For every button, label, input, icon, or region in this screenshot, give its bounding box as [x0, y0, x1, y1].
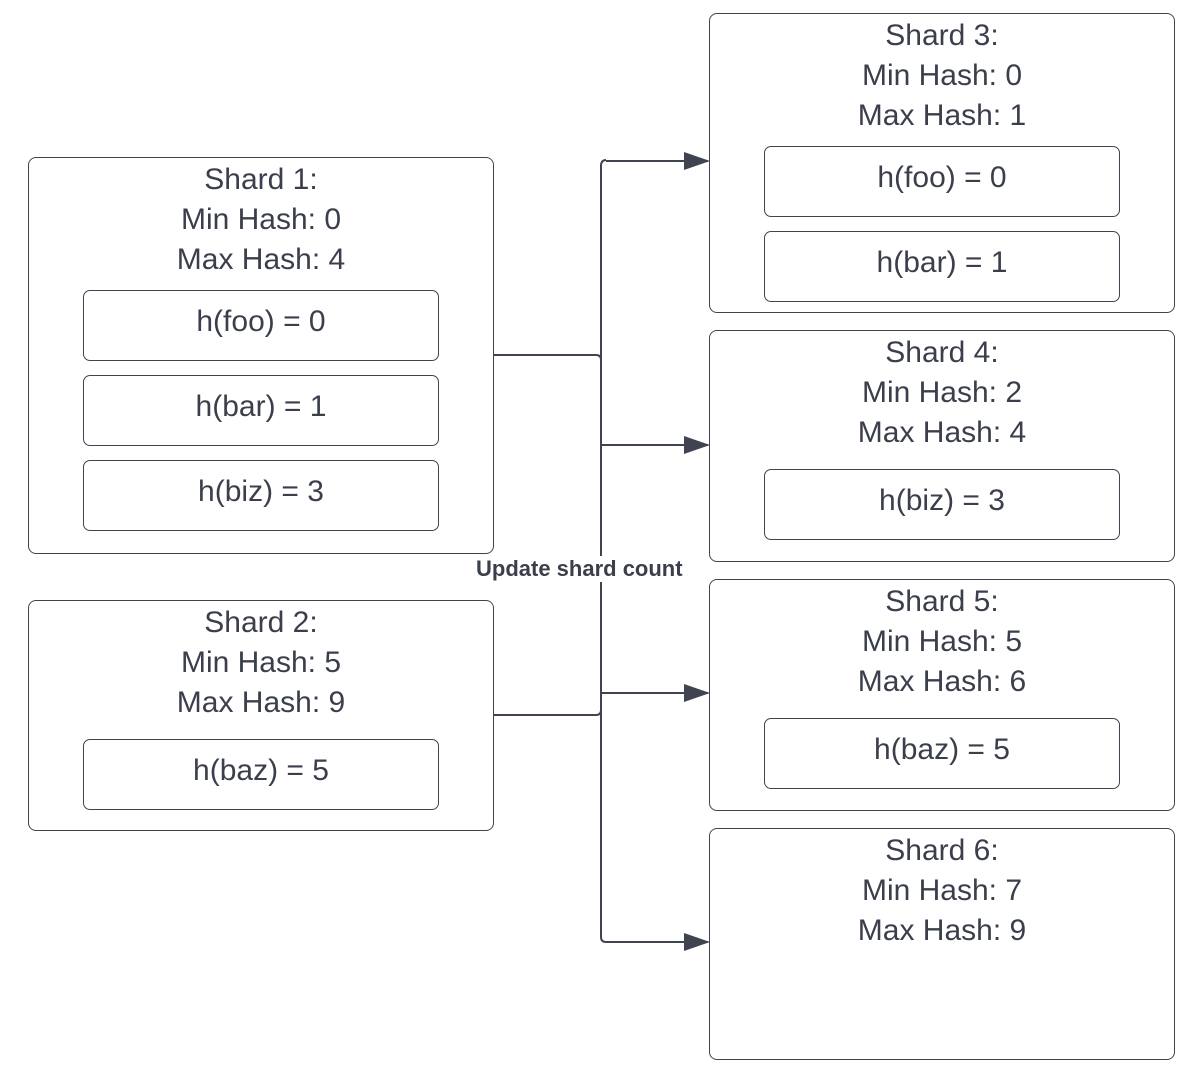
- shard-title: Shard 2:: [204, 606, 318, 639]
- shard-2-box: Shard 2: Min Hash: 5 Max Hash: 9 h(baz) …: [28, 600, 494, 831]
- shard-3-box: Shard 3: Min Hash: 0 Max Hash: 1 h(foo) …: [709, 13, 1175, 313]
- hash-entry-bar: h(bar) = 1: [764, 231, 1120, 302]
- shard-min-hash: Min Hash: 7: [861, 874, 1023, 907]
- shard-6-header: Shard 6: Min Hash: 7 Max Hash: 9: [710, 829, 1174, 951]
- shard-4-header: Shard 4: Min Hash: 2 Max Hash: 4: [710, 331, 1174, 453]
- shard-min-hash: Min Hash: 0: [861, 59, 1023, 92]
- shard-2-header: Shard 2: Min Hash: 5 Max Hash: 9: [29, 601, 493, 723]
- hash-entry-baz: h(baz) = 5: [764, 718, 1120, 789]
- shard-max-hash: Max Hash: 1: [857, 99, 1027, 132]
- shard-title: Shard 6:: [885, 834, 999, 867]
- shard-4-box: Shard 4: Min Hash: 2 Max Hash: 4 h(biz) …: [709, 330, 1175, 562]
- shard-5-header: Shard 5: Min Hash: 5 Max Hash: 6: [710, 580, 1174, 702]
- shard-max-hash: Max Hash: 4: [857, 416, 1027, 449]
- hash-entry-biz: h(biz) = 3: [83, 460, 439, 531]
- shard-5-box: Shard 5: Min Hash: 5 Max Hash: 6 h(baz) …: [709, 579, 1175, 811]
- shard-min-hash: Min Hash: 5: [861, 625, 1023, 658]
- hash-entry-baz: h(baz) = 5: [83, 739, 439, 810]
- shard-max-hash: Max Hash: 4: [176, 243, 346, 276]
- update-shard-count-label: Update shard count: [476, 556, 683, 582]
- shard-min-hash: Min Hash: 2: [861, 376, 1023, 409]
- shard-min-hash: Min Hash: 0: [180, 203, 342, 236]
- connector-shard-2: [493, 709, 602, 716]
- connector-trunk: [600, 159, 607, 943]
- shard-title: Shard 3:: [885, 19, 999, 52]
- connector-shard-1: [493, 354, 602, 361]
- hash-entry-foo: h(foo) = 0: [764, 146, 1120, 217]
- shard-title: Shard 1:: [204, 163, 318, 196]
- shard-max-hash: Max Hash: 9: [176, 686, 346, 719]
- hash-entry-foo: h(foo) = 0: [83, 290, 439, 361]
- shard-max-hash: Max Hash: 6: [857, 665, 1027, 698]
- shard-1-header: Shard 1: Min Hash: 0 Max Hash: 4: [29, 158, 493, 280]
- shard-min-hash: Min Hash: 5: [180, 646, 342, 679]
- hash-entry-bar: h(bar) = 1: [83, 375, 439, 446]
- shard-max-hash: Max Hash: 9: [857, 914, 1027, 947]
- shard-title: Shard 4:: [885, 336, 999, 369]
- shard-6-box: Shard 6: Min Hash: 7 Max Hash: 9: [709, 828, 1175, 1060]
- hash-entry-biz: h(biz) = 3: [764, 469, 1120, 540]
- shard-1-box: Shard 1: Min Hash: 0 Max Hash: 4 h(foo) …: [28, 157, 494, 554]
- shard-title: Shard 5:: [885, 585, 999, 618]
- shard-3-header: Shard 3: Min Hash: 0 Max Hash: 1: [710, 14, 1174, 136]
